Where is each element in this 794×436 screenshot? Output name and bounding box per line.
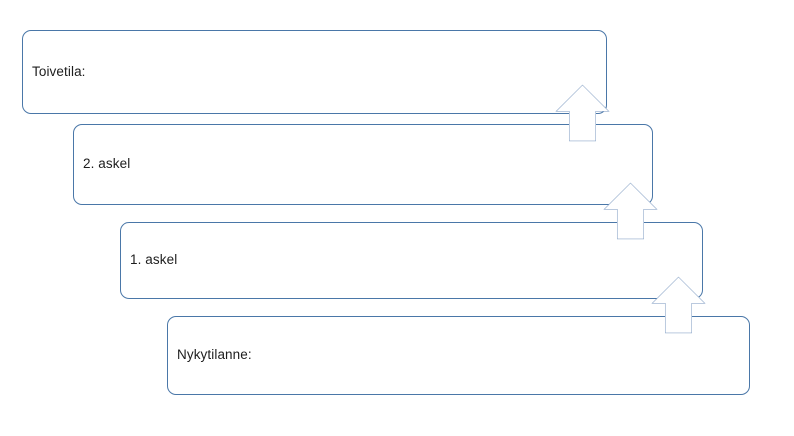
step-label-2-askel: 2. askel: [83, 156, 131, 172]
step-box-2-askel[interactable]: 2. askel: [73, 124, 653, 205]
step-box-1-askel[interactable]: 1. askel: [120, 222, 703, 299]
step-box-toivetila[interactable]: Toivetila:: [22, 30, 607, 114]
step-label-nykytilanne: Nykytilanne:: [177, 347, 252, 363]
step-label-1-askel: 1. askel: [130, 252, 178, 268]
step-label-toivetila: Toivetila:: [32, 63, 86, 79]
step-box-nykytilanne[interactable]: Nykytilanne:: [167, 316, 750, 395]
